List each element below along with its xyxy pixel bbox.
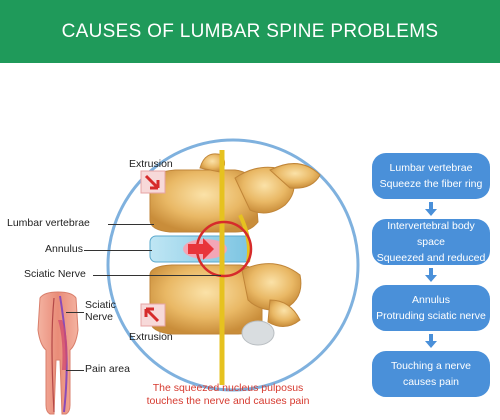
header-bar: CAUSES OF LUMBAR SPINE PROBLEMS: [0, 0, 500, 63]
flow-step-4: Touching a nerve causes pain: [372, 351, 490, 397]
flow-arrow-1: [425, 202, 437, 216]
extrusion-arrow-top: [140, 170, 166, 194]
sciatic-nerve-leader: [93, 275, 221, 276]
extrusion-top-label: Extrusion: [129, 158, 173, 170]
sciatic-nerve-body-leader: [66, 312, 84, 313]
pain-area-label: Pain area: [85, 363, 130, 375]
caption: The squeezed nucleus pulposus touches th…: [138, 382, 318, 408]
upper-vertebra: [149, 153, 321, 233]
flow-step-4-line-2: causes pain: [402, 376, 460, 388]
lumbar-vertebrae-label: Lumbar vertebrae: [7, 217, 90, 229]
lower-vertebra: [149, 263, 302, 335]
flow-step-2-line-1: Intervertebral body space: [387, 220, 475, 248]
extrusion-arrow-bottom: [140, 303, 166, 327]
extrusion-bottom-label: Extrusion: [129, 331, 173, 343]
page-title: CAUSES OF LUMBAR SPINE PROBLEMS: [61, 20, 439, 42]
pain-area-leader: [66, 370, 84, 371]
flow-step-1-line-2: Squeeze the fiber ring: [379, 178, 483, 190]
pain-area: [58, 320, 68, 370]
sciatic-nerve-body-label-1: Sciatic: [85, 299, 116, 311]
flow-arrow-2: [425, 268, 437, 282]
flow-step-3-line-1: Annulus: [412, 294, 450, 306]
caption-line-2: touches the nerve and causes pain: [146, 395, 310, 407]
flow-arrow-3: [425, 334, 437, 348]
flow-step-3: Annulus Protruding sciatic nerve: [372, 285, 490, 331]
flow-step-1: Lumbar vertebrae Squeeze the fiber ring: [372, 153, 490, 199]
sciatic-nerve-label: Sciatic Nerve: [24, 268, 86, 280]
flow-step-2: Intervertebral body space Squeezed and r…: [372, 219, 490, 265]
flow-step-4-line-1: Touching a nerve: [391, 360, 471, 372]
flow-step-1-line-1: Lumbar vertebrae: [389, 162, 473, 174]
sciatic-nerve-body-label-2: Nerve: [85, 311, 114, 323]
flow-step-3-line-2: Protruding sciatic nerve: [376, 310, 486, 322]
flow-step-2-line-2: Squeezed and reduced: [376, 252, 486, 264]
lumbar-vertebrae-leader: [108, 224, 154, 225]
human-figure: [37, 291, 79, 415]
spinal-canal: [241, 320, 275, 346]
annulus-label: Annulus: [45, 243, 83, 255]
annulus-leader: [84, 250, 152, 251]
caption-line-1: The squeezed nucleus pulposus: [152, 382, 304, 394]
